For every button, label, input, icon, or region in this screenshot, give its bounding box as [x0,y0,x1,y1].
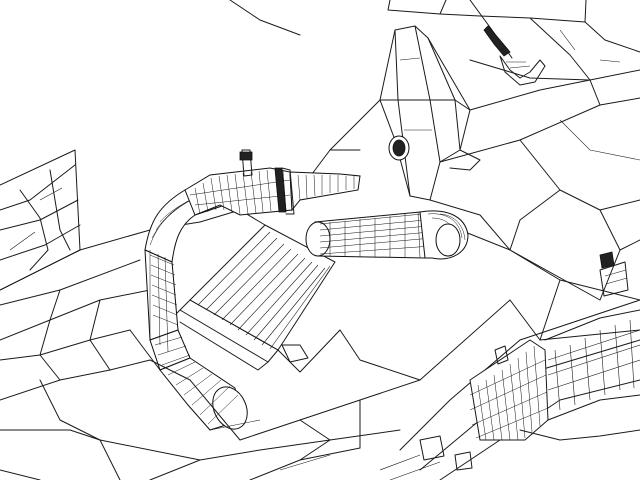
engine-nacelle [379,251,640,480]
cockpit-tub [299,79,640,381]
overhead-clamp [469,0,546,86]
intake-cylinder [305,210,469,260]
left-wing [0,149,201,480]
exhaust-pipe-mesh [149,187,239,425]
side-console [159,209,341,373]
upper-hose [184,149,361,216]
headrest-tower [379,25,481,201]
floor-panels [99,329,421,480]
